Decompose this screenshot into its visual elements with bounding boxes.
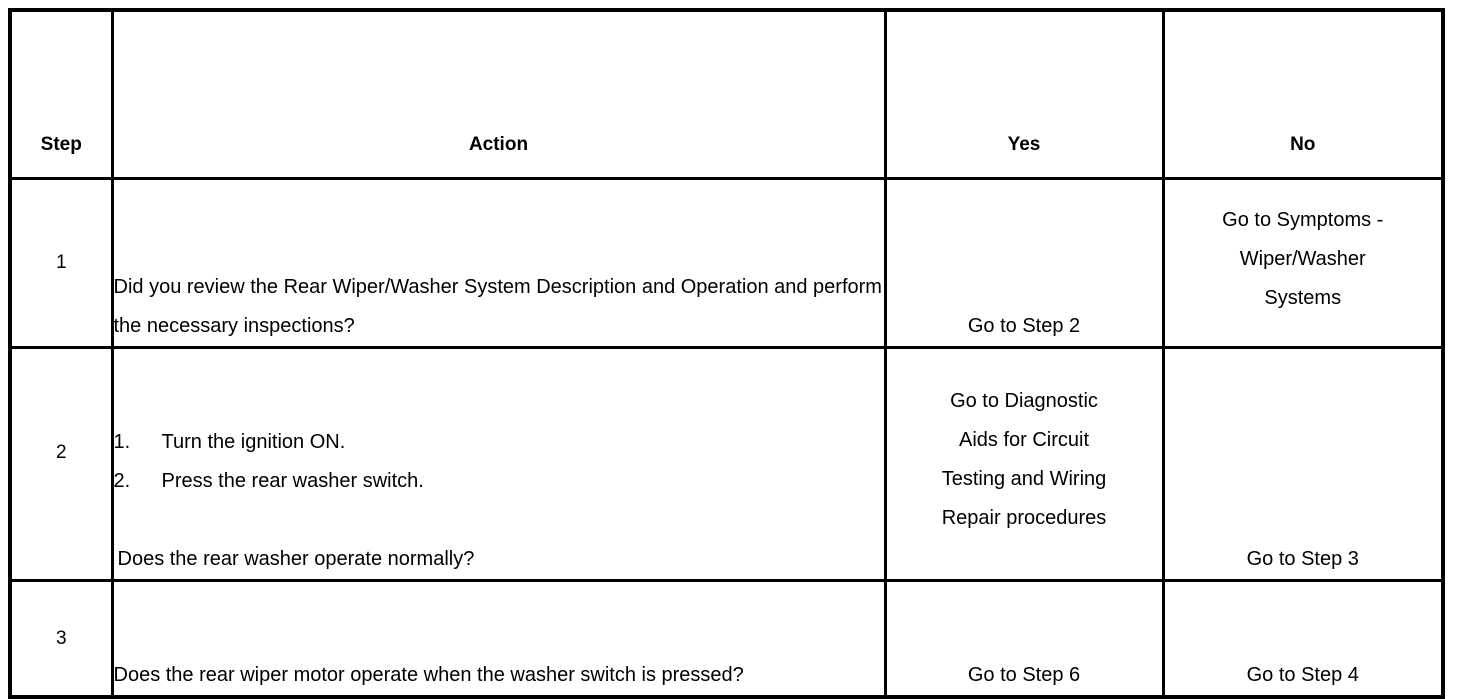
column-header-action: Action xyxy=(110,8,887,180)
yes-branch-cell: Go to Diagnostic Aids for Circuit Testin… xyxy=(883,346,1165,582)
column-header-step-text: Step xyxy=(40,134,82,156)
step-number: 2 xyxy=(8,346,114,582)
yes-branch-line: Testing and Wiring xyxy=(941,468,1107,490)
list-item: 1. Turn the ignition ON. xyxy=(114,423,884,462)
table-row: 2 1. Turn the ignition ON. 2. Press the … xyxy=(8,346,1445,582)
action-text: Did you review the Rear Wiper/Washer Sys… xyxy=(113,276,882,337)
yes-branch-line: Go to Step 6 xyxy=(967,664,1081,686)
list-item-text: Press the rear washer switch. xyxy=(161,470,424,492)
no-branch-line: Systems xyxy=(1264,286,1342,309)
no-branch-line: Go to Symptoms - xyxy=(1222,208,1384,231)
no-branch-cell: Go to Step 3 xyxy=(1161,346,1445,582)
no-branch-cell: Go to Step 4 xyxy=(1161,579,1445,699)
blank-line-spacer xyxy=(114,501,884,540)
no-branch-line: Wiper/Washer xyxy=(1239,247,1366,270)
action-text: Does the rear wiper motor operate when t… xyxy=(113,664,744,686)
action-numbered-list: 1. Turn the ignition ON. 2. Press the re… xyxy=(114,423,884,501)
diagnostic-table: Step Action Yes No 1 Did you review the … xyxy=(8,8,1445,699)
yes-branch-line: Go to Diagnostic xyxy=(950,390,1098,412)
no-branch-line: Go to Step 3 xyxy=(1246,548,1359,570)
yes-branch-line: Aids for Circuit xyxy=(958,429,1090,451)
yes-branch-cell: Go to Step 2 xyxy=(883,177,1165,349)
column-header-yes: Yes xyxy=(883,8,1165,180)
column-header-step: Step xyxy=(8,8,114,180)
no-branch-line: Go to Step 4 xyxy=(1246,664,1359,686)
action-question: Does the rear washer operate normally? xyxy=(117,548,475,570)
table-row: 1 Did you review the Rear Wiper/Washer S… xyxy=(8,177,1445,349)
table-header-row: Step Action Yes No xyxy=(8,8,1445,180)
action-cell: Did you review the Rear Wiper/Washer Sys… xyxy=(110,177,887,349)
yes-branch-line: Repair procedures xyxy=(941,507,1107,529)
table-row: 3 Does the rear wiper motor operate when… xyxy=(8,579,1445,699)
step-number: 1 xyxy=(8,177,114,349)
column-header-no: No xyxy=(1161,8,1445,180)
list-item-number: 2. xyxy=(113,470,131,492)
step-number: 3 xyxy=(8,579,114,699)
page-root: Step Action Yes No 1 Did you review the … xyxy=(8,8,1445,699)
action-cell: 1. Turn the ignition ON. 2. Press the re… xyxy=(110,346,887,582)
list-item-number: 1. xyxy=(113,431,131,453)
list-item-text: Turn the ignition ON. xyxy=(161,431,346,453)
yes-branch-line: Go to Step 2 xyxy=(967,315,1081,337)
list-item: 2. Press the rear washer switch. xyxy=(114,462,884,501)
yes-branch-cell: Go to Step 6 xyxy=(883,579,1165,699)
no-branch-cell: Go to Symptoms - Wiper/Washer Systems xyxy=(1161,177,1445,349)
action-cell: Does the rear wiper motor operate when t… xyxy=(110,579,887,699)
